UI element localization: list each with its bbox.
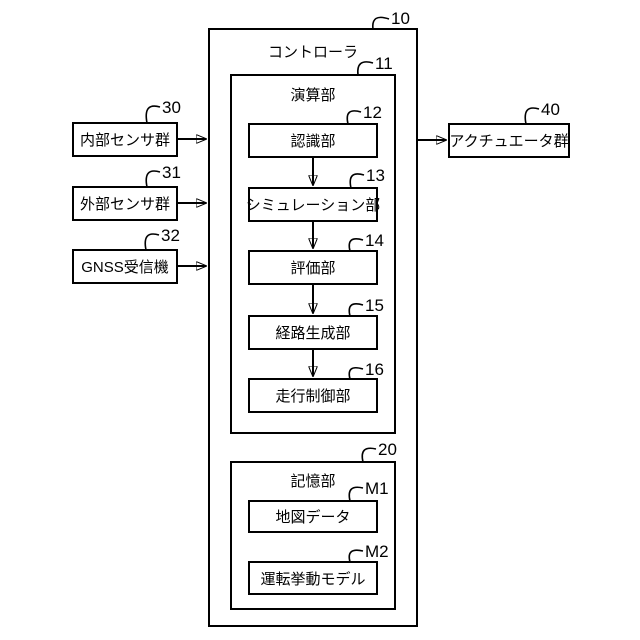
storage-title: 記憶部 (290, 473, 336, 490)
ref-label-32: 32 (161, 226, 180, 245)
block-external-sensors: 外部センサ群 (72, 186, 178, 221)
leader-40 (524, 107, 540, 125)
ref-label-13: 13 (366, 166, 385, 185)
ref-label-15: 15 (365, 296, 384, 315)
block-evaluation: 評価部 (248, 250, 378, 285)
controller-frame (208, 28, 418, 627)
block-map-data: 地図データ (248, 500, 378, 533)
ref-label-11: 11 (375, 54, 393, 73)
ref-label-m1: M1 (365, 479, 389, 498)
ref-label-14: 14 (365, 231, 384, 250)
block-driving-behavior-model: 運転挙動モデル (248, 561, 378, 595)
block-gnss-receiver: GNSS受信機 (72, 249, 178, 284)
processing-frame (230, 74, 396, 434)
processing-title: 演算部 (290, 87, 336, 104)
block-recognition: 認識部 (248, 123, 378, 158)
block-simulation: シミュレーション部 (246, 187, 380, 222)
controller-title: コントローラ (267, 44, 358, 61)
ref-label-40: 40 (541, 100, 560, 119)
block-actuators: アクチュエータ群 (448, 123, 570, 158)
ref-label-20: 20 (378, 440, 397, 459)
block-internal-sensors: 内部センサ群 (72, 122, 178, 157)
leader-32 (144, 233, 160, 251)
ref-label-16: 16 (365, 360, 384, 379)
storage-frame (230, 461, 396, 610)
leader-30 (145, 105, 161, 124)
ref-label-30: 30 (162, 98, 181, 117)
leader-31 (145, 170, 161, 188)
ref-label-10: 10 (391, 9, 410, 28)
ref-label-12: 12 (363, 103, 382, 122)
ref-label-31: 31 (162, 163, 181, 182)
ref-label-m2: M2 (365, 542, 389, 561)
block-drive-control: 走行制御部 (248, 378, 378, 413)
block-route-generation: 経路生成部 (248, 315, 378, 350)
